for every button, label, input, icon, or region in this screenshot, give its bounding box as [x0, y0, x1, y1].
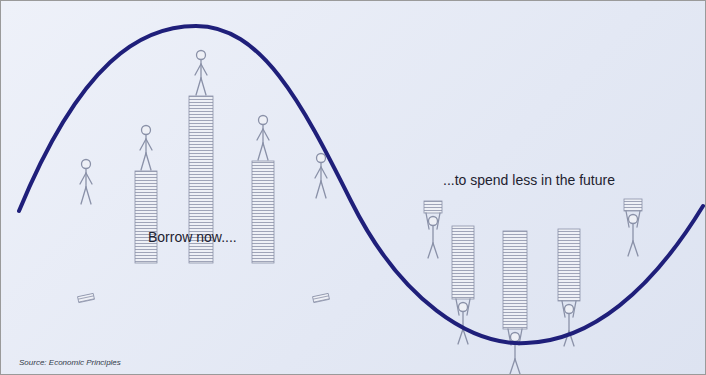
coin-stack [78, 293, 95, 302]
saver-figures [78, 51, 330, 303]
phase-label: ...to spend less in the future [443, 172, 615, 188]
stick-figure [257, 116, 269, 161]
debtor-figures [424, 199, 642, 374]
phase-label: Borrow now.... [148, 229, 237, 245]
stick-figure [195, 51, 207, 96]
source-note: Source: Economic Principles [19, 358, 121, 367]
coin-stack [624, 199, 642, 211]
cycle-curve [19, 26, 703, 343]
stick-figure [80, 160, 92, 205]
coin-stack [135, 171, 157, 263]
coin-stack [313, 293, 330, 302]
coin-stack [424, 201, 442, 213]
stick-figure [315, 154, 327, 199]
stick-figure [626, 211, 640, 256]
coin-stack [252, 161, 274, 263]
coin-stack [452, 226, 474, 299]
stick-figure [562, 301, 576, 346]
stick-figure [456, 299, 470, 344]
stick-figure [426, 213, 440, 258]
coin-stack [503, 231, 527, 329]
stick-figure [508, 329, 522, 374]
stick-figure [140, 126, 152, 171]
coin-stack [558, 229, 580, 301]
